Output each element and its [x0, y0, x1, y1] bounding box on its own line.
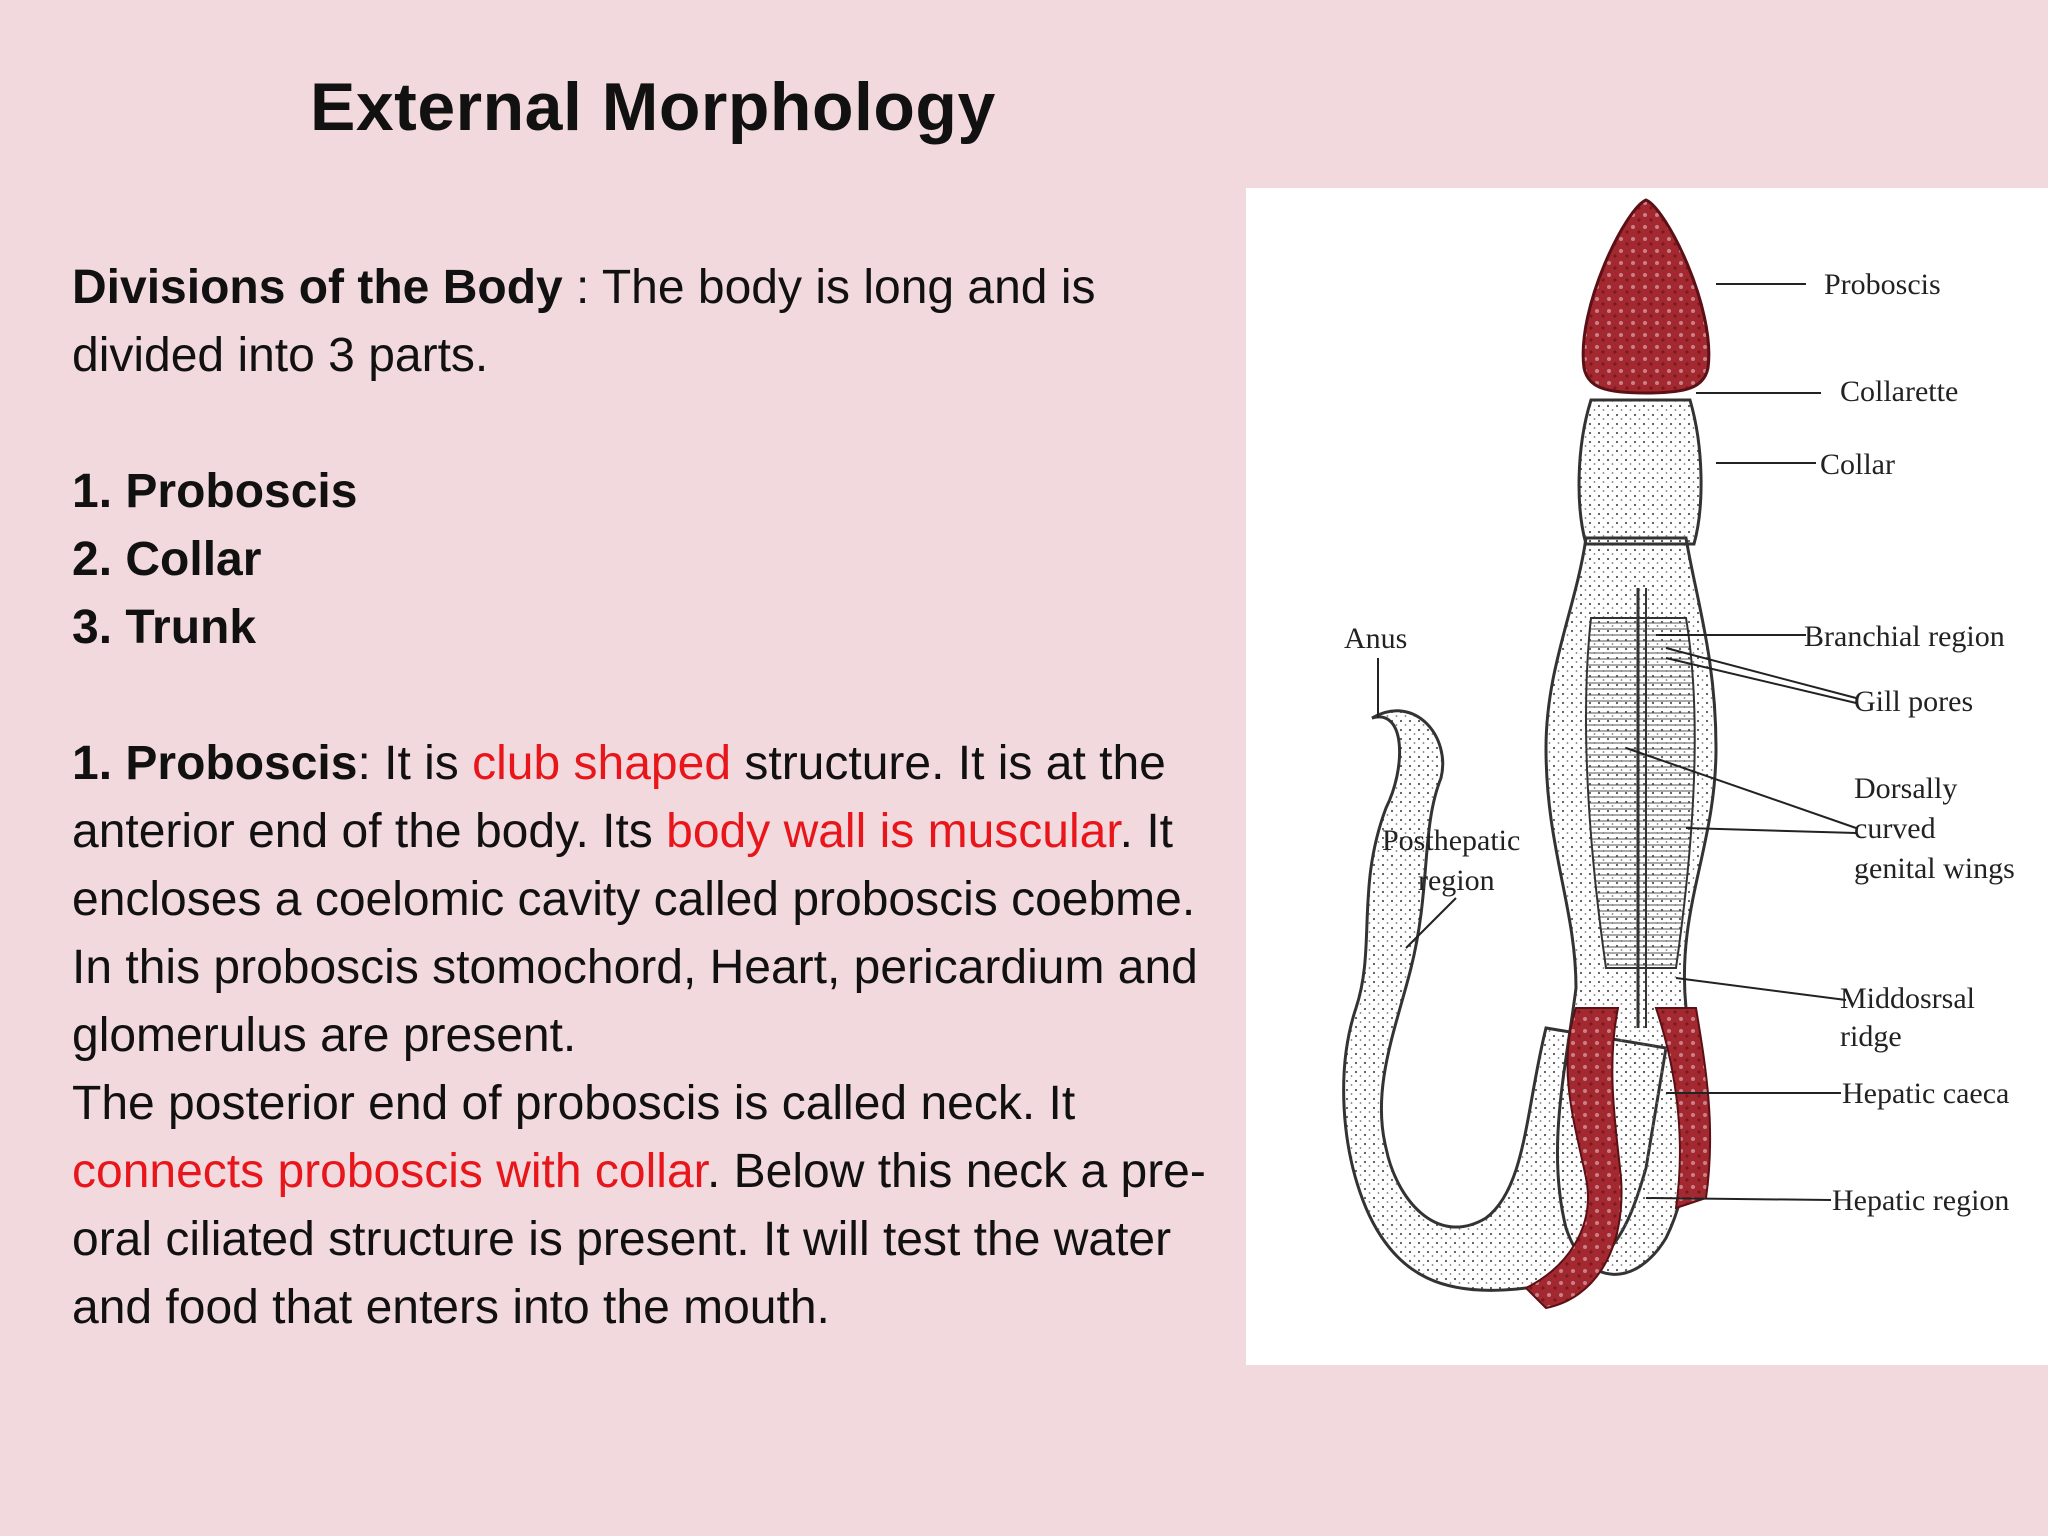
proboscis-heading: 1. Proboscis — [72, 737, 358, 790]
label-dorsally-1: Dorsally — [1854, 772, 1957, 805]
label-collarette: Collarette — [1840, 375, 1958, 408]
diagram-svg: Proboscis Collarette Collar Branchial re… — [1342, 198, 2015, 1310]
slide-title: External Morphology — [310, 69, 996, 145]
intro-heading: Divisions of the Body — [72, 261, 563, 314]
label-hepatic-caeca: Hepatic caeca — [1842, 1077, 2009, 1110]
branchial-gills-shape — [1585, 617, 1696, 969]
text-run: The posterior end of proboscis is called… — [72, 1077, 1076, 1130]
division-item-1: 1. Proboscis — [72, 465, 358, 518]
label-middorsal-2: ridge — [1840, 1020, 1902, 1053]
label-branchial-region: Branchial region — [1804, 620, 2005, 653]
body-text: Divisions of the Body : The body is long… — [72, 254, 1242, 1342]
neck-paragraph: The posterior end of proboscis is called… — [72, 1070, 1242, 1342]
collar-shape — [1577, 398, 1703, 546]
intro-paragraph: Divisions of the Body : The body is long… — [72, 254, 1242, 390]
label-collar: Collar — [1820, 448, 1895, 481]
division-item-2: 2. Collar — [72, 533, 262, 586]
intro-text: The body is long and is divided into 3 p… — [72, 261, 1096, 382]
highlight-body-wall: body wall is muscular — [666, 805, 1120, 858]
leader-lines — [1377, 283, 1857, 1201]
label-gill-pores: Gill pores — [1854, 685, 1973, 718]
highlight-club-shaped: club shaped — [472, 737, 732, 790]
text-run: . It encloses a coelomic cavity called p… — [72, 805, 1198, 1062]
text-run: structure. It is at the anterior end of … — [72, 737, 1166, 858]
label-posthepatic-2: region — [1418, 864, 1495, 897]
label-dorsally-2: curved — [1854, 812, 1936, 845]
proboscis-paragraph: 1. Proboscis: It is club shaped structur… — [72, 730, 1242, 1070]
label-dorsally-3: genital wings — [1854, 852, 2015, 885]
highlight-connects: connects proboscis with collar — [72, 1145, 707, 1198]
proboscis-shape — [1581, 198, 1711, 395]
intro-sep: : — [562, 261, 602, 314]
hepatic-caeca-shape — [1524, 1007, 1623, 1310]
division-item-3: 3. Trunk — [72, 601, 257, 654]
label-hepatic-region: Hepatic region — [1832, 1184, 2009, 1217]
text-run: . Below this neck a pre-oral ciliated st… — [72, 1145, 1206, 1334]
label-proboscis: Proboscis — [1824, 268, 1941, 301]
label-posthepatic-1: Posthepatic — [1382, 824, 1520, 857]
label-anus: Anus — [1344, 622, 1407, 655]
balanoglossus-diagram: Proboscis Collarette Collar Branchial re… — [1246, 188, 2048, 1365]
label-middorsal-1: Middosrsal — [1840, 982, 1975, 1015]
text-run: : It is — [357, 737, 473, 790]
